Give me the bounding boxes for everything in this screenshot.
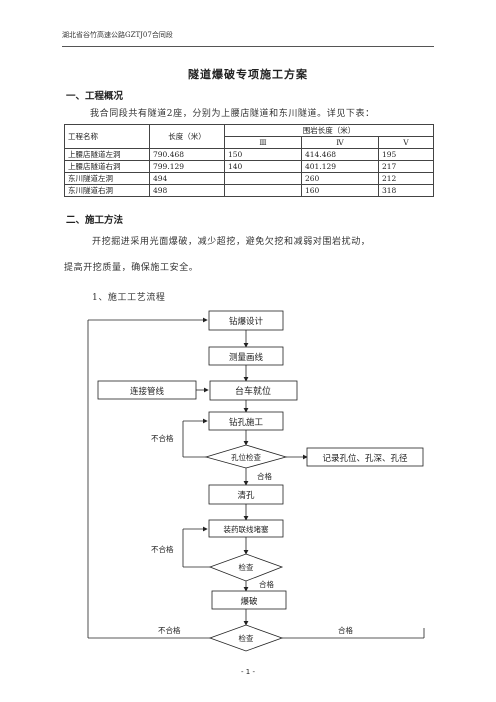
label-blast-design: 钻爆设计 — [229, 316, 264, 327]
page-number: - 1 - — [241, 668, 255, 676]
cell-grade4: 160 — [301, 184, 379, 197]
label-pass-1: 合格 — [257, 471, 272, 481]
label-hole-cleaning: 清孔 — [237, 490, 255, 501]
diamond-final-check — [208, 624, 284, 652]
tunnel-table: 工程名称 长度（米） 围岩长度（米） Ⅲ Ⅳ Ⅴ 上腰店隧道左洞 790.468… — [64, 124, 434, 197]
box-hole-cleaning — [208, 484, 284, 505]
document-title: 隧道爆破专项施工方案 — [188, 68, 308, 81]
table-row: 东川隧道右洞 498 160 318 — [64, 184, 434, 197]
diamond-charge-check — [208, 553, 284, 582]
label-fail-1: 不合格 — [151, 433, 174, 443]
section-heading-overview: 一、工程概况 — [66, 91, 124, 102]
label-charge-check: 检查 — [239, 562, 254, 572]
label-trolley-positioning: 台车就位 — [235, 385, 271, 397]
process-subheading: 1、施工工艺流程 — [92, 293, 166, 303]
table-row: 上腰店隧道左洞 790.468 150 414.468 195 — [64, 148, 434, 161]
box-survey-marking — [208, 346, 284, 366]
method-paragraph-line1: 开挖掘进采用光面爆破，减少超挖，避免欠挖和减弱对围岩扰动， — [92, 237, 371, 247]
overview-intro: 我合同段共有隧道2座，分别为上腰店隧道和东川隧道。详见下表： — [90, 109, 375, 119]
method-paragraph-line2: 提高开挖质量，确保施工安全。 — [64, 263, 199, 273]
label-final-check: 检查 — [239, 633, 254, 643]
header-name: 工程名称 — [64, 124, 150, 149]
box-charging — [208, 519, 284, 538]
label-survey-marking: 测量画线 — [229, 352, 264, 363]
cell-name: 东川隧道右洞 — [64, 184, 150, 197]
box-connect-pipes — [97, 380, 197, 400]
section-heading-method: 二、施工方法 — [66, 215, 124, 226]
box-trolley-positioning — [209, 380, 298, 401]
label-drilling: 钻孔施工 — [229, 417, 264, 428]
label-hole-check: 孔位检查 — [231, 452, 261, 462]
header-divider — [62, 46, 434, 47]
box-blasting — [211, 590, 287, 610]
label-record-holes: 记录孔位、孔深、孔径 — [322, 453, 408, 464]
table-row: 东川隧道左洞 494 260 212 — [64, 172, 434, 185]
diamond-hole-check — [204, 444, 288, 469]
label-fail-2: 不合格 — [151, 544, 174, 554]
label-pass-2: 合格 — [259, 579, 274, 589]
table-row: 上腰店隧道右洞 799.129 140 401.129 217 — [64, 160, 434, 173]
page-header: 湖北省谷竹高速公路GZTJ07合同段 — [62, 31, 173, 39]
cell-grade5: 318 — [378, 184, 434, 197]
label-connect-pipes: 连接管线 — [130, 386, 165, 397]
label-fail-3: 不合格 — [158, 625, 181, 635]
label-charging: 装药联线堵塞 — [224, 524, 269, 534]
label-pass-3: 合格 — [338, 625, 353, 635]
table-header-row: 工程名称 长度（米） 围岩长度（米） — [64, 124, 434, 149]
label-blasting: 爆破 — [240, 596, 258, 607]
box-record-holes — [306, 447, 424, 467]
box-blast-design — [208, 310, 284, 331]
box-drilling — [208, 411, 284, 431]
